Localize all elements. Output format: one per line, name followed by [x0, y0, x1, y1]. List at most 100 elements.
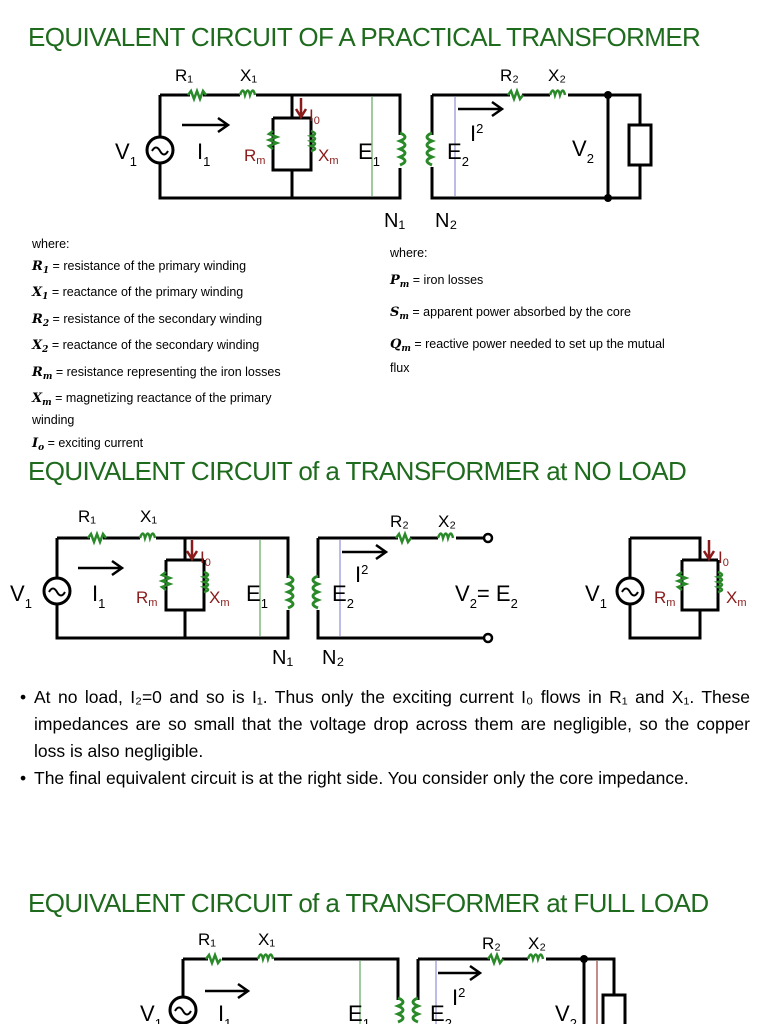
section-title-full-load: EQUIVALENT CIRCUIT of a TRANSFORMER at F… [28, 888, 709, 918]
section-title-no-load: EQUIVALENT CIRCUIT of a TRANSFORMER at N… [28, 456, 687, 486]
svg-text:R₂: R₂ [390, 512, 409, 531]
svg-text:E1: E1 [348, 1001, 370, 1024]
svg-text:X₂: X₂ [528, 934, 546, 953]
left-definitions: where: R1 = resistance of the primary wi… [32, 234, 332, 459]
svg-text:R₁: R₁ [198, 930, 216, 949]
label-x2: X₂ [548, 66, 566, 85]
practical-circuit-diagram: R₁ X₁ R₂ X₂ I0 V1 I1 Rm Xm E1 E2 I2 V2 N… [115, 66, 653, 232]
definition-text: = reactance of the primary winding [48, 285, 244, 299]
svg-text:E2: E2 [430, 1001, 452, 1024]
label-r2: R₂ [500, 66, 519, 85]
x2-inductor-icon [548, 89, 567, 100]
label-i1: I1 [197, 139, 210, 169]
definition-item: Io = exciting current [32, 433, 332, 460]
definition-item: Xm = magnetizing reactance of the primar… [32, 388, 332, 415]
load-resistor [627, 123, 653, 167]
svg-text:I1: I1 [218, 1001, 231, 1024]
definition-text: = iron losses [409, 273, 484, 287]
definition-symbol: R [32, 364, 43, 380]
rm-resistor-icon [265, 130, 281, 150]
definition-text: winding [32, 412, 75, 427]
label-e2: E2 [447, 139, 469, 169]
definition-text: = reactive power needed to set up the mu… [410, 337, 665, 351]
svg-text:Xm: Xm [726, 588, 747, 609]
definition-symbol: Q [390, 337, 402, 352]
svg-text:X₁: X₁ [258, 930, 275, 949]
r2-resistor-icon [507, 87, 524, 103]
label-e1: E1 [358, 139, 380, 169]
label-v2: V2 [572, 136, 594, 166]
svg-text:R₂: R₂ [482, 934, 501, 953]
svg-text:I0: I0 [718, 548, 729, 569]
definition-symbol: X [32, 285, 43, 300]
svg-text:I2: I2 [452, 985, 465, 1010]
definition-subscript: m [42, 371, 53, 382]
definition-symbol: S [390, 305, 400, 320]
label-n2: N₂ [435, 210, 457, 232]
definition-item: R1 = resistance of the primary winding [32, 256, 332, 283]
label-v2-equals-e2: V2= E2 [455, 581, 518, 611]
svg-text:Rm: Rm [654, 588, 675, 609]
definition-symbol: X [32, 391, 43, 406]
no-load-circuit-diagram: R₁ X₁ R₂ X₂ I0 I0 V1 I1 Rm Xm E1 E2 I2 V… [10, 507, 747, 669]
definition-item: X1 = reactance of the primary winding [32, 282, 332, 309]
definition-item: Sm = apparent power absorbed by the core [390, 299, 740, 331]
definition-subscript: m [399, 312, 409, 322]
definition-subscript: 1 [42, 292, 49, 302]
svg-text:I2: I2 [355, 562, 368, 587]
svg-text:V1: V1 [140, 1001, 162, 1024]
definition-text: = resistance of the secondary winding [49, 311, 263, 326]
definition-symbol: P [390, 273, 400, 288]
svg-text:Xm: Xm [209, 588, 230, 609]
svg-text:E1: E1 [246, 581, 268, 611]
svg-text:V2: V2 [555, 1001, 577, 1024]
definition-symbol: I [32, 435, 39, 451]
svg-text:N₁: N₁ [272, 647, 293, 669]
label-io: I0 [309, 106, 320, 127]
r1-resistor-icon [187, 87, 207, 103]
label-v1: V1 [115, 139, 137, 169]
definition-symbol: X [32, 338, 43, 353]
secondary-winding-icon [425, 131, 437, 167]
definition-item: Pm = iron losses [390, 267, 740, 299]
definition-text: = magnetizing reactance of the primary [51, 391, 272, 405]
svg-text:N₂: N₂ [322, 647, 344, 669]
label-n1: N₁ [384, 210, 405, 232]
note-item: •The final equivalent circuit is at the … [20, 768, 689, 788]
definition-subscript: m [399, 280, 410, 290]
right-where: where: [390, 246, 428, 260]
definition-text: = exciting current [44, 435, 144, 450]
definition-item: flux [390, 361, 740, 375]
primary-winding-icon [395, 131, 407, 167]
definition-subscript: 1 [42, 265, 50, 276]
definition-text: = apparent power absorbed by the core [408, 305, 631, 319]
definition-item: X2 = reactance of the secondary winding [32, 335, 332, 362]
x1-inductor-icon [238, 89, 257, 100]
label-xm: Xm [318, 146, 339, 167]
definition-subscript: o [38, 442, 45, 453]
svg-text:I1: I1 [92, 581, 105, 611]
svg-text:Rm: Rm [136, 588, 157, 609]
full-load-resistor [601, 993, 627, 1024]
svg-text:I0: I0 [200, 548, 211, 569]
no-load-notes: •At no load, I₂=0 and so is I₁. Thus onl… [20, 684, 750, 792]
definition-subscript: 2 [42, 318, 50, 329]
definition-text: flux [390, 361, 410, 375]
definition-symbol: R [32, 311, 43, 327]
current-i2-arrow-icon [458, 100, 505, 118]
section-title-practical: EQUIVALENT CIRCUIT OF A PRACTICAL TRANSF… [28, 22, 701, 52]
definition-text: = resistance representing the iron losse… [52, 364, 281, 379]
svg-text:X₁: X₁ [140, 507, 157, 526]
definition-item: R2 = resistance of the secondary winding [32, 309, 332, 336]
definition-item: winding [32, 412, 332, 427]
current-i1-arrow-icon [182, 116, 231, 134]
definition-item: Qm = reactive power needed to set up the… [390, 331, 740, 363]
definition-symbol: R [32, 258, 43, 274]
left-where: where: [32, 237, 70, 251]
label-r1: R₁ [175, 66, 193, 85]
definition-text: = reactance of the secondary winding [48, 338, 260, 352]
definition-subscript: m [42, 398, 52, 408]
